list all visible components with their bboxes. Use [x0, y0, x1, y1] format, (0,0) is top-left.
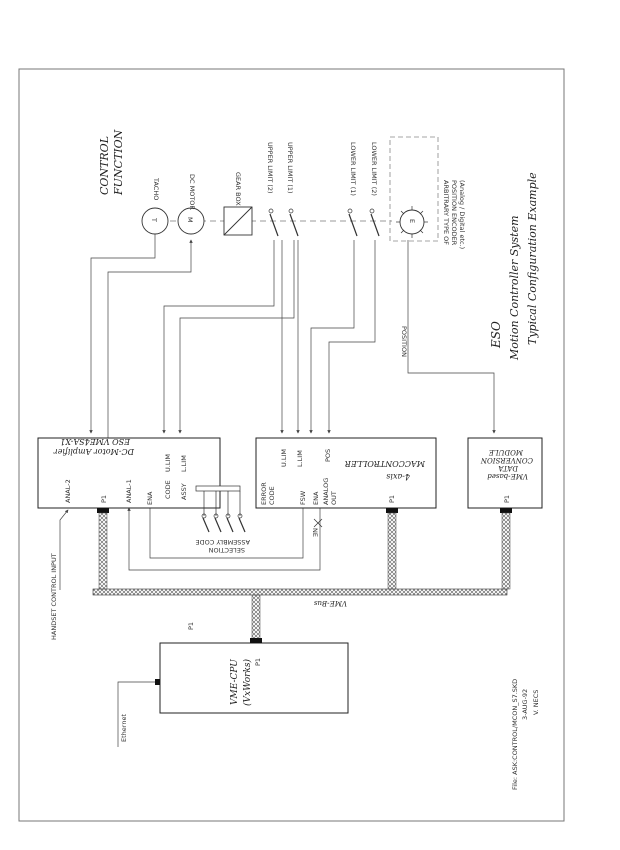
lower-limit-2-label: LOWER LIMIT (2) — [370, 142, 378, 196]
tacho-label: TACHO — [152, 177, 160, 200]
ne-label: NE — [311, 528, 319, 537]
amplifier-anal2: ANAL-2 — [64, 479, 72, 503]
conversion-p1: P1 — [503, 495, 511, 503]
amplifier-p1: P1 — [100, 495, 108, 503]
amplifier-anal1: ANAL-1 — [125, 479, 133, 503]
vme-bus: VME-Bus — [92, 512, 511, 641]
lower-limit-1-label: LOWER LIMIT (1) — [349, 142, 357, 196]
upper-limit-switches: UPPER LIMIT (2) UPPER LIMIT (1) — [266, 142, 299, 237]
gear-box-label: GEAR BOX — [234, 172, 242, 206]
encoder-note-line-1: ARBITRARY TYPE OF — [442, 180, 450, 245]
encoder-note-line-3: (Analog / Digital etc.) — [458, 180, 466, 249]
controller-ena: ENA — [312, 491, 320, 505]
encoder-letter: E — [408, 219, 416, 223]
position-encoder: E ARBITRARY TYPE OF POSITION ENCODER (An… — [389, 136, 466, 249]
assembly-label-2: SELECTION — [208, 546, 245, 554]
handset-label: HANDSET CONTROL INPUT — [50, 553, 58, 640]
position-label: POSITION — [400, 326, 408, 357]
control-function-line-1: CONTROL — [98, 136, 111, 195]
controller-p1: P1 — [388, 495, 396, 503]
controller-pos: POS — [324, 449, 332, 462]
bus-drop-amplifier — [98, 512, 108, 590]
amplifier-assy: ASSY — [180, 483, 188, 500]
date-label: 3-AUG-92 — [521, 689, 529, 720]
bus-drop-controller — [387, 512, 397, 590]
controller-llim: L.LIM — [296, 450, 304, 467]
dc-motor-letter: M — [186, 217, 194, 223]
ethernet-label: Ethernet — [120, 714, 128, 742]
file-label: File: ASK:CONTROL/MCON_S7.SKD — [511, 679, 519, 790]
amplifier-llim: L.LIM — [180, 455, 188, 472]
bus-drop-conversion — [501, 512, 511, 590]
amplifier-title-1: DC-Motor Amplifier — [53, 447, 135, 456]
conversion-line-3: CONVERSION — [480, 456, 533, 464]
controller-ulim: U.LIM — [280, 449, 288, 467]
amplifier-ulim: U.LIM — [164, 454, 172, 472]
bus-drop-cpu — [251, 594, 261, 641]
amplifier-box — [37, 437, 221, 509]
controller-title-1: 4-axis — [386, 472, 411, 481]
author-label: V. NECS — [532, 690, 540, 715]
amplifier-p1-connector — [97, 508, 109, 513]
controller-fsw: FSW — [299, 490, 307, 505]
title-line-3: Typical Configuration Example — [526, 172, 539, 345]
title-block: ESO Motion Controller System Typical Con… — [489, 172, 539, 361]
lower-limit-switches: LOWER LIMIT (1) LOWER LIMIT (2) — [347, 142, 380, 237]
title-line-2: Motion Controller System — [508, 215, 521, 361]
assembly-label-1: ASSEMBLY CODE — [196, 538, 250, 546]
tacho-letter: T — [150, 217, 158, 222]
cpu-ethernet-connector — [155, 679, 160, 685]
controller-analog-out-2: OUT — [330, 491, 338, 505]
controller-error-code-2: CODE — [268, 486, 276, 505]
control-function-label: CONTROL FUNCTION — [98, 129, 125, 196]
conversion-line-2: DATA — [498, 464, 519, 472]
dc-motor-amplifier: DC-Motor Amplifier ESO VME4SA-X1 U.LIM L… — [37, 437, 221, 513]
dc-motor: M DC MOTOR — [177, 174, 205, 235]
drawing-frame — [18, 68, 565, 822]
controller-analog-out-1: ANALOG — [322, 478, 330, 505]
assembly-bus-arrow — [195, 485, 241, 492]
cpu-p1-side: P1 — [254, 658, 262, 666]
ne-marker: NE — [311, 518, 323, 537]
controller-title-2: MACCONTROLLER — [345, 459, 426, 468]
encoder-dashed-box — [389, 136, 439, 242]
upper-limit-1-label: UPPER LIMIT (1) — [286, 142, 294, 194]
title-line-1: ESO — [489, 321, 503, 349]
wiring — [59, 234, 496, 747]
tacho: T TACHO — [141, 177, 169, 235]
dc-motor-symbol — [177, 207, 205, 235]
cpu-title-1: VME-CPU — [230, 659, 240, 705]
amplifier-ena: ENA — [146, 491, 154, 505]
assembly-code-selection: ASSEMBLY CODE SELECTION — [195, 485, 250, 554]
amplifier-code: CODE — [164, 480, 172, 499]
encoder-note-line-2: POSITION ENCODER — [450, 180, 458, 246]
cpu-box — [159, 642, 349, 714]
dc-motor-label: DC MOTOR — [188, 174, 196, 210]
conversion-p1-connector — [500, 508, 512, 513]
vme-bus-bar — [92, 588, 508, 596]
controller-error-code-1: ERROR — [260, 482, 268, 505]
footer-notes: File: ASK:CONTROL/MCON_S7.SKD 3-AUG-92 V… — [511, 679, 540, 790]
conversion-line-4: MODULE — [489, 448, 524, 456]
controller-box — [255, 437, 437, 509]
maccontroller: 4-axis MACCONTROLLER U.LIM L.LIM POS ERR… — [255, 437, 437, 513]
cpu-title-2: (VxWorks) — [242, 658, 253, 706]
vme-cpu: VME-CPU (VxWorks) P1 P1 — [155, 622, 349, 714]
vme-bus-label: VME-Bus — [314, 599, 347, 607]
cpu-p1-top: P1 — [187, 622, 195, 630]
amplifier-title-2: ESO VME4SA-X1 — [60, 437, 131, 446]
controller-p1-connector — [386, 508, 398, 513]
conversion-line-1: VME-based — [487, 472, 528, 480]
gear-box: GEAR BOX — [223, 172, 253, 236]
cpu-p1-connector — [250, 638, 262, 643]
upper-limit-2-label: UPPER LIMIT (2) — [266, 142, 274, 194]
control-function-line-2: FUNCTION — [112, 129, 125, 196]
conversion-module: VME-based DATA CONVERSION MODULE P1 — [467, 437, 543, 513]
